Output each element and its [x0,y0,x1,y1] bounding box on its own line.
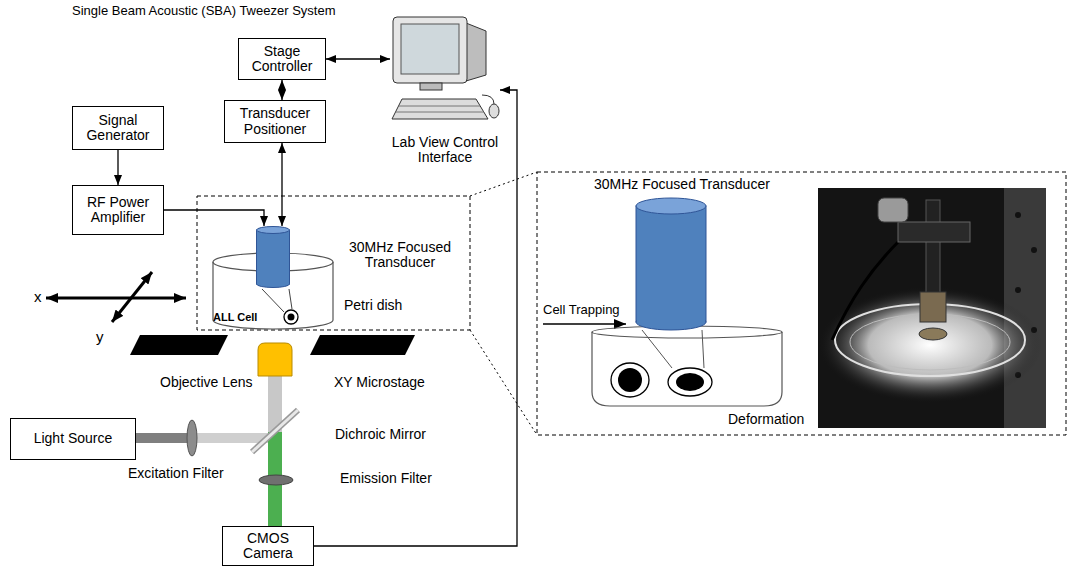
zoom-leader [470,172,537,196]
monitor-case [466,23,486,81]
icon-label: 30MHz Focused Transducer [340,240,460,271]
photo-cable [832,240,900,340]
box-label: RF Power Amplifier [77,195,159,226]
transducer-icon: 30MHz Focused Transducer [256,226,290,288]
deformed-cell [668,368,712,396]
transducer-body [257,276,289,284]
connector-group [118,59,517,546]
monitor-stand [420,83,442,90]
diagram-title: Single Beam Acoustic (SBA) Tweezer Syste… [72,4,335,19]
cell-nucleus [676,373,704,391]
y-axis-arrow [112,272,152,322]
process-box: Transducer Positioner [224,100,326,143]
part-label: Excitation Filter [128,465,224,481]
connector-arrow [326,58,390,59]
box-label: Transducer Positioner [229,106,321,137]
connector-arrow [281,80,282,100]
transducer-top [636,198,706,214]
acoustic-beam [702,330,704,368]
part-label: Emission Filter [340,470,432,486]
emission-filter [259,475,293,485]
photo-transducer-tip [919,328,947,340]
cell [284,310,298,324]
photo-hole [1031,247,1037,253]
photo-positioner [878,198,908,222]
box-label: Stage Controller [243,44,321,75]
mouse-cable [482,95,494,104]
part-label: Dichroic Mirror [335,426,426,442]
zoom-panel [537,172,1066,435]
photo-holder [898,222,970,242]
box-label: Light Source [34,431,113,446]
process-box: Stage Controller [238,38,326,80]
connector-arrow [314,90,517,546]
process-label: Cell Trapping [543,303,620,318]
transducer-top [257,227,290,234]
connector-arrow [281,143,282,226]
part-label: Deformation [728,411,804,427]
box-label: CMOS Camera [227,531,309,562]
zoom-leader [470,330,537,435]
photo-hole [1015,287,1021,293]
microstage-plate [310,335,415,355]
part-label: Objective Lens [160,374,253,390]
transducer-body [257,230,290,284]
process-box: CMOS Camera [222,526,314,566]
transducer-body [636,206,706,322]
transducer-body [637,300,705,322]
axis-label: x [34,288,42,305]
zoom-region [197,196,470,330]
acoustic-beam [642,330,672,368]
x-axis-arrow [46,297,186,300]
connector-arrow [117,150,118,185]
monitor-bezel [393,17,467,83]
photo-hole [1015,212,1021,218]
acoustic-beam [262,289,284,312]
trapping-arrow [543,323,626,324]
transducer-icon-shape [256,226,290,288]
petri-dish [592,332,782,406]
cell-nucleus [618,368,642,392]
dichroic-mirror-face [252,410,298,452]
icon-label: Lab View Control Interface [380,135,510,166]
cell-label: ALL Cell [213,311,257,324]
excitation-filter [187,420,197,456]
box-label: Signal Generator [77,113,159,144]
setup-photo [818,188,1046,428]
keyboard [392,99,488,119]
excitation-beam [136,433,192,443]
cell-nucleus [288,314,295,321]
keyboard-keys [396,106,484,112]
part-label: XY Microstage [334,374,425,390]
connector-arrow [164,210,264,226]
process-box: RF Power Amplifier [72,185,164,235]
part-label: 30MHz Focused Transducer [594,176,770,192]
mouse [489,104,499,118]
monitor-screen [401,24,459,74]
objective-lens [258,343,292,376]
computer-icon: Lab View Control Interface [390,15,500,130]
cell [611,363,649,397]
acoustic-beam [289,289,292,309]
dichroic-mirror [252,410,298,452]
microstage-plate [130,335,228,355]
photo-holder [926,200,940,300]
process-box: Light Source [10,418,136,460]
photo-transducer [920,292,946,322]
axis-label: y [96,328,104,345]
computer-icon-shape [390,15,500,130]
process-box: Signal Generator [72,106,164,150]
part-label: Petri dish [344,297,402,313]
